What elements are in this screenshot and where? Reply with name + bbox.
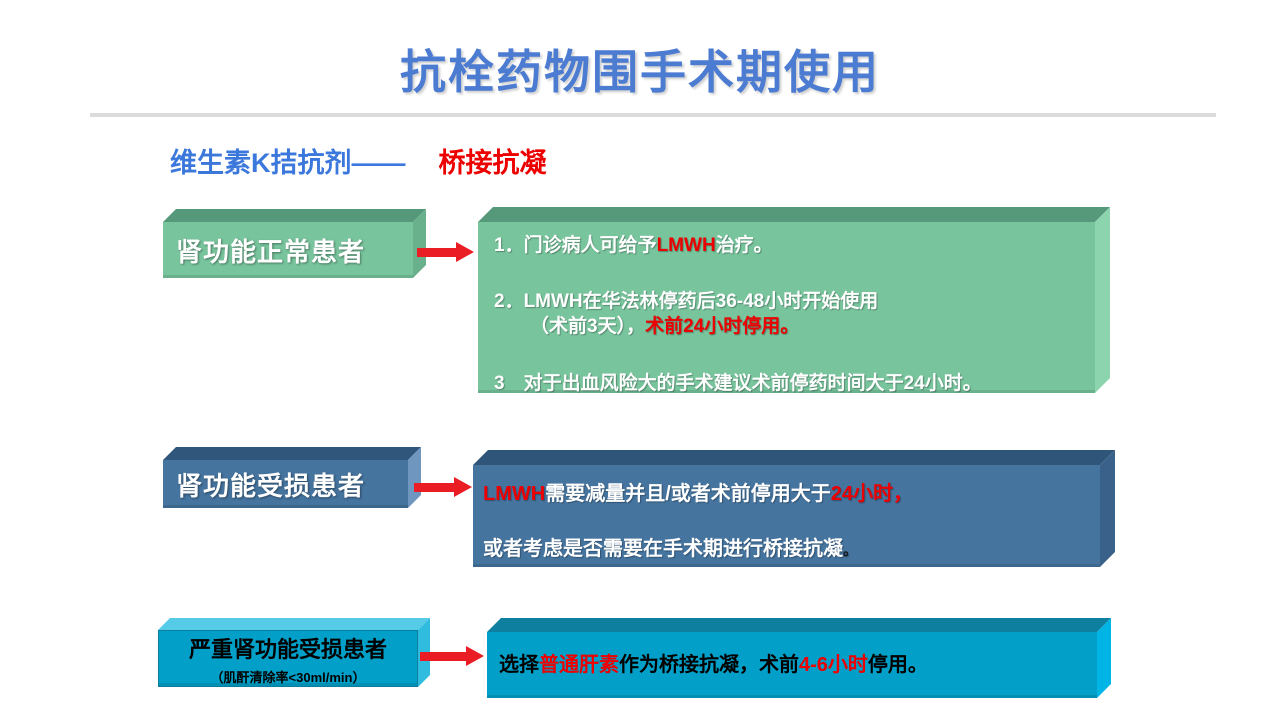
text-segment: 1．门诊病人可给予 <box>494 235 657 256</box>
content-box-severe-renal: 选择普通肝素作为桥接抗凝，术前4-6小时停用。 <box>487 632 1097 698</box>
box-side-face <box>1100 450 1115 567</box>
box-top-face <box>158 618 430 630</box>
text-segment-highlight: 普通肝素 <box>539 654 619 676</box>
content-line-1: LMWH需要减量并且/或者术前停用大于24小时， <box>483 477 1094 506</box>
list-item-2-continued: （术前3天），术前24小时停用。 <box>530 311 1089 338</box>
arrow-shaft <box>414 483 454 492</box>
list-item-1: 1．门诊病人可给予LMWH治疗。 <box>494 230 1089 257</box>
text-segment: 治疗。 <box>715 235 773 256</box>
text-segment: 或者考虑是否需要在手术期进行桥接抗凝 <box>483 538 843 560</box>
box-top-face <box>163 209 426 222</box>
content-line-1: 选择普通肝素作为桥接抗凝，术前4-6小时停用。 <box>499 648 1091 677</box>
text-segment-period: 。 <box>843 542 857 558</box>
label-box-normal-renal: 肾功能正常患者 <box>163 222 413 278</box>
arrow-right-icon <box>417 242 474 262</box>
content-face: 1．门诊病人可给予LMWH治疗。 2．LMWH在华法林停药后36-48小时开始使… <box>478 222 1095 395</box>
text-segment-highlight: LMWH <box>656 235 716 256</box>
text-segment: 作为桥接抗凝，术前 <box>619 654 799 676</box>
arrow-right-icon <box>414 477 472 497</box>
text-segment: 选择 <box>499 654 539 676</box>
page-title: 抗栓药物围手术期使用 <box>400 46 880 98</box>
content-box-normal-renal: 1．门诊病人可给予LMWH治疗。 2．LMWH在华法林停药后36-48小时开始使… <box>478 222 1095 395</box>
box-side-face <box>1097 618 1111 698</box>
arrow-head <box>456 242 474 262</box>
list-item-3: 3 对于出血风险大的手术建议术前停药时间大于24小时。 <box>494 368 1089 395</box>
text-segment-highlight: 术前24小时停用。 <box>645 316 800 337</box>
label-face: 严重肾功能受损患者 （肌酐清除率<30ml/min） <box>158 630 418 687</box>
label-subtext-creatinine: （肌酐清除率<30ml/min） <box>210 669 366 685</box>
title-divider <box>90 113 1216 117</box>
box-top-face <box>163 447 421 460</box>
text-segment: （术前3天）， <box>530 316 646 337</box>
box-side-face <box>1095 207 1110 393</box>
text-segment: 停用。 <box>867 654 928 676</box>
box-side-face <box>408 447 421 508</box>
content-face: 选择普通肝素作为桥接抗凝，术前4-6小时停用。 <box>487 632 1097 698</box>
label-text-impaired-renal: 肾功能受损患者 <box>163 460 408 508</box>
label-text-severe-renal: 严重肾功能受损患者 <box>188 636 387 662</box>
content-box-impaired-renal: LMWH需要减量并且/或者术前停用大于24小时， 或者考虑是否需要在手术期进行桥… <box>473 465 1100 567</box>
subtitle: 维生素K拮抗剂—— 桥接抗凝 <box>170 141 547 180</box>
text-segment-highlight: LMWH <box>483 483 546 505</box>
arrow-right-icon <box>420 646 484 666</box>
text-segment: 2．LMWH在华法林停药后36-48小时开始使用 <box>494 291 879 312</box>
label-box-severe-renal: 严重肾功能受损患者 （肌酐清除率<30ml/min） <box>158 630 418 687</box>
label-text-normal-renal: 肾功能正常患者 <box>163 222 413 278</box>
box-top-face <box>487 618 1111 632</box>
text-segment: 需要减量并且/或者术前停用大于 <box>545 483 831 505</box>
box-side-face <box>413 209 426 278</box>
text-segment: 3 对于出血风险大的手术建议术前停药时间大于24小时。 <box>494 373 982 394</box>
list-item-2: 2．LMWH在华法林停药后36-48小时开始使用 <box>494 286 1089 313</box>
content-line-2: 或者考虑是否需要在手术期进行桥接抗凝。 <box>483 532 1094 561</box>
arrow-head <box>454 477 472 497</box>
arrow-shaft <box>417 248 456 257</box>
arrow-head <box>466 646 484 666</box>
subtitle-highlight: 桥接抗凝 <box>438 148 547 178</box>
subtitle-topic: 维生素K拮抗剂—— <box>170 148 406 178</box>
box-top-face <box>478 207 1110 222</box>
box-top-face <box>473 450 1115 465</box>
text-segment-highlight: 4-6小时 <box>799 654 868 676</box>
text-segment-highlight: 24小时， <box>830 483 914 505</box>
arrow-shaft <box>420 652 466 661</box>
label-box-impaired-renal: 肾功能受损患者 <box>163 460 408 508</box>
content-face: LMWH需要减量并且/或者术前停用大于24小时， 或者考虑是否需要在手术期进行桥… <box>473 465 1100 567</box>
